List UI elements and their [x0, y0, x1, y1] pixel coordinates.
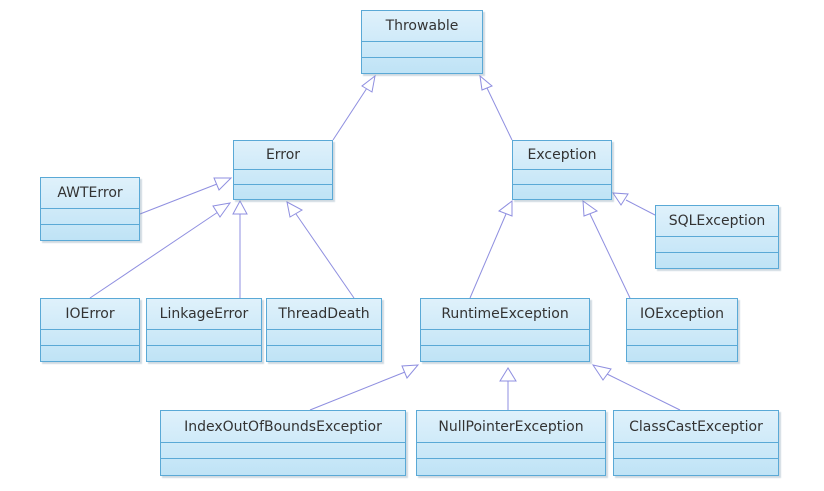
- class-indexoutofboundsexception: IndexOutOfBoundsExceptior: [160, 410, 406, 476]
- class-attributes: [147, 330, 261, 346]
- class-operations: [267, 346, 381, 362]
- arrowhead-icon: [212, 202, 232, 218]
- arrowhead-icon: [479, 74, 493, 91]
- class-name: IOError: [41, 299, 139, 330]
- edge-ioexception-exception: [589, 213, 631, 299]
- class-operations: [41, 346, 139, 362]
- class-attributes: [421, 330, 589, 346]
- class-attributes: [41, 209, 139, 225]
- class-name: NullPointerException: [417, 411, 605, 443]
- class-name: AWTError: [41, 178, 139, 209]
- edge-index-runtime: [309, 371, 406, 411]
- class-name: Throwable: [362, 11, 482, 42]
- arrowhead-icon: [232, 199, 248, 215]
- class-attributes: [417, 443, 605, 459]
- class-name: Error: [234, 141, 332, 170]
- arrowhead-icon: [582, 199, 599, 217]
- class-operations: [234, 185, 332, 200]
- arrowhead-icon: [612, 192, 629, 206]
- class-awterror: AWTError: [40, 177, 140, 241]
- edge-ioerror-error: [89, 211, 219, 299]
- class-name: LinkageError: [147, 299, 261, 330]
- class-name: Exception: [513, 141, 611, 170]
- class-name: ClassCastExceptior: [614, 411, 778, 443]
- arrowhead-icon: [361, 74, 376, 93]
- arrowhead-icon: [497, 199, 513, 217]
- class-linkageerror: LinkageError: [146, 298, 262, 362]
- class-operations: [41, 225, 139, 241]
- class-error: Error: [233, 140, 333, 200]
- class-attributes: [41, 330, 139, 346]
- class-attributes: [161, 443, 405, 459]
- class-operations: [656, 253, 778, 269]
- edge-sqlexception-exception: [625, 199, 656, 216]
- class-name: ThreadDeath: [267, 299, 381, 330]
- arrowhead-icon: [591, 364, 612, 381]
- edge-exception-throwable: [486, 87, 513, 141]
- arrowhead-icon: [286, 201, 304, 218]
- class-ioerror: IOError: [40, 298, 140, 362]
- edge-awterror-error: [139, 183, 218, 215]
- class-classcastexception: ClassCastExceptior: [613, 410, 779, 476]
- class-operations: [161, 459, 405, 475]
- class-operations: [513, 185, 611, 200]
- class-operations: [417, 459, 605, 475]
- class-name: SQLException: [656, 206, 778, 237]
- class-exception: Exception: [512, 140, 612, 200]
- class-operations: [627, 346, 737, 362]
- class-operations: [362, 58, 482, 74]
- class-attributes: [656, 237, 778, 253]
- class-name: IOException: [627, 299, 737, 330]
- class-operations: [614, 459, 778, 475]
- class-attributes: [513, 170, 611, 185]
- class-attributes: [614, 443, 778, 459]
- edge-cce-runtime: [606, 373, 681, 411]
- class-operations: [421, 346, 589, 362]
- class-name: RuntimeException: [421, 299, 589, 330]
- class-attributes: [362, 42, 482, 58]
- edge-threaddeath-error: [295, 213, 355, 299]
- class-name: IndexOutOfBoundsExceptior: [161, 411, 405, 443]
- class-operations: [147, 346, 261, 362]
- arrowhead-icon: [401, 364, 420, 379]
- class-nullpointerexception: NullPointerException: [416, 410, 606, 476]
- arrowhead-icon: [499, 367, 517, 382]
- class-threaddeath: ThreadDeath: [266, 298, 382, 362]
- class-attributes: [267, 330, 381, 346]
- class-attributes: [234, 170, 332, 185]
- class-attributes: [627, 330, 737, 346]
- class-throwable: Throwable: [361, 10, 483, 74]
- edge-runtime-exception: [469, 213, 507, 299]
- arrowhead-icon: [213, 177, 233, 191]
- class-ioexception: IOException: [626, 298, 738, 362]
- class-sqlexception: SQLException: [655, 205, 779, 269]
- edge-error-throwable: [332, 87, 368, 141]
- class-runtimeexception: RuntimeException: [420, 298, 590, 362]
